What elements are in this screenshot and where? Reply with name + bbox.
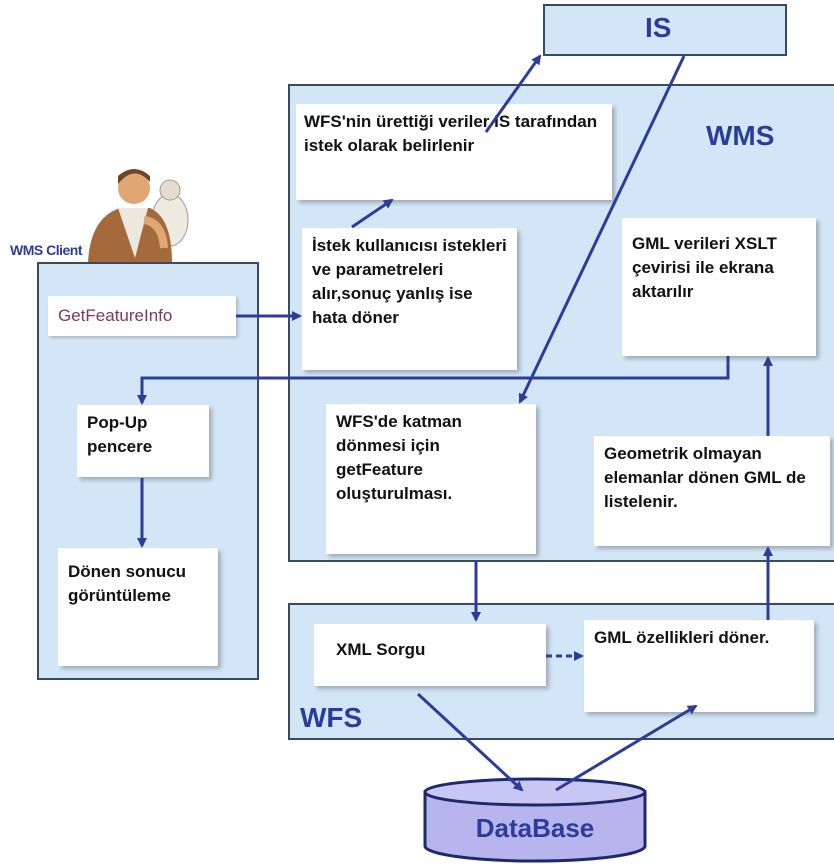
nongeo-elements-box: Geometrik olmayan elemanlar dönen GML de… (594, 436, 830, 546)
is-note-box: WFS'nin ürettiği veriler IS tarafından i… (296, 104, 612, 200)
popup-window-box: Pop-Up pencere (77, 405, 209, 477)
is-label: IS (645, 12, 672, 43)
wms-client-label: WMS Client (10, 242, 83, 258)
wfs-label: WFS (300, 702, 363, 733)
arrow-wms-to-popup (137, 356, 730, 405)
getfeature-box: WFS'de katman dönmesi için getFeature ol… (326, 404, 536, 554)
arrow-xml-query-to-database (416, 692, 524, 792)
gml-xslt-box: GML verileri XSLT çevirisi ile ekrana ak… (622, 218, 816, 356)
gml-properties-box: GML özellikleri döner. (584, 620, 814, 712)
arrow-is-to-getfeature (518, 55, 686, 404)
is-box (543, 4, 787, 56)
request-handling-box: İstek kullanıcısı istekleri ve parametre… (302, 228, 517, 370)
arrow-is-note-to-is (484, 54, 542, 133)
getfeatureinfo-box[interactable]: GetFeatureInfo (48, 296, 236, 336)
person-illustration (88, 169, 189, 263)
wms-label: WMS (706, 120, 775, 151)
database-label: DataBase (475, 813, 595, 843)
display-result-box: Dönen sonucu görüntüleme (58, 548, 218, 666)
arrow-request-to-is-note (351, 198, 394, 229)
database-cylinder (423, 777, 647, 863)
xml-query-box: XML Sorgu (314, 624, 546, 686)
arrow-database-to-gml (555, 704, 698, 792)
